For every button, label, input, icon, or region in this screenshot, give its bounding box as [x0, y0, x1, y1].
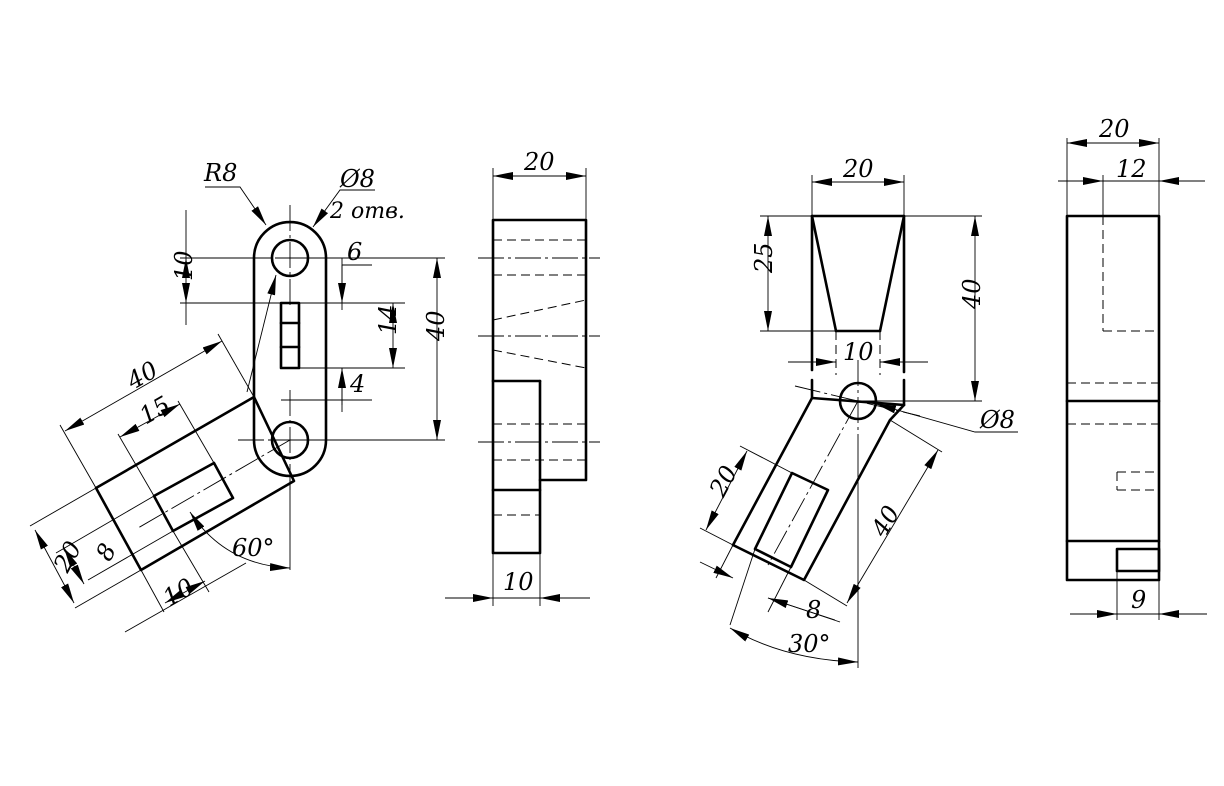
side2-width-label: 20 — [1098, 115, 1130, 143]
part2-front-view: 20 25 40 10 Ø8 20 40 8 30° — [699, 155, 1018, 668]
arm-15-label: 15 — [135, 391, 175, 431]
part2-arm-outline — [731, 396, 906, 582]
part2-top-width-label: 20 — [842, 155, 874, 183]
part2-angle-30-label: 30° — [788, 630, 831, 658]
dim-10-label: 10 — [170, 250, 198, 281]
part2-hole-diameter-label: Ø8 — [979, 406, 1015, 434]
arm-slot — [152, 461, 235, 533]
part2-arm-length-label: 40 — [865, 501, 905, 542]
part2-arm-8-label: 8 — [806, 596, 821, 624]
part2-arm-width-label: 20 — [704, 461, 744, 502]
side1-width-label: 20 — [523, 148, 555, 176]
hole-diameter-label: Ø8 — [339, 165, 375, 193]
angle-60-label: 60° — [232, 534, 275, 562]
side1-step-label: 10 — [503, 568, 534, 596]
arm-10-label: 10 — [158, 573, 198, 613]
arm-width-label: 20 — [48, 537, 88, 578]
part2-neck-width-label: 10 — [843, 338, 874, 366]
side2-slot-label: 9 — [1131, 586, 1146, 614]
part1-side-view: 20 10 — [445, 148, 600, 606]
arm-length-label: 40 — [121, 356, 162, 396]
part2-height-40-label: 40 — [958, 278, 986, 310]
radius-label: R8 — [203, 159, 237, 187]
part2-side-view: 20 12 9 — [1058, 115, 1207, 620]
dim-14-label: 14 — [374, 304, 402, 335]
hole-note-label: 2 отв. — [329, 199, 405, 224]
arm-8-label: 8 — [90, 539, 122, 566]
part1-front-view: R8 Ø8 2 отв. 10 6 14 4 40 40 15 20 8 10 … — [29, 159, 450, 633]
center-slot — [279, 301, 301, 370]
part2-arm-slot — [753, 471, 830, 569]
side2-inner-label: 12 — [1116, 155, 1147, 183]
dim-4-label: 4 — [349, 370, 365, 398]
part2-height-25-label: 25 — [750, 242, 778, 274]
dim-6-label: 6 — [347, 238, 362, 266]
dim-40-label: 40 — [422, 310, 450, 342]
